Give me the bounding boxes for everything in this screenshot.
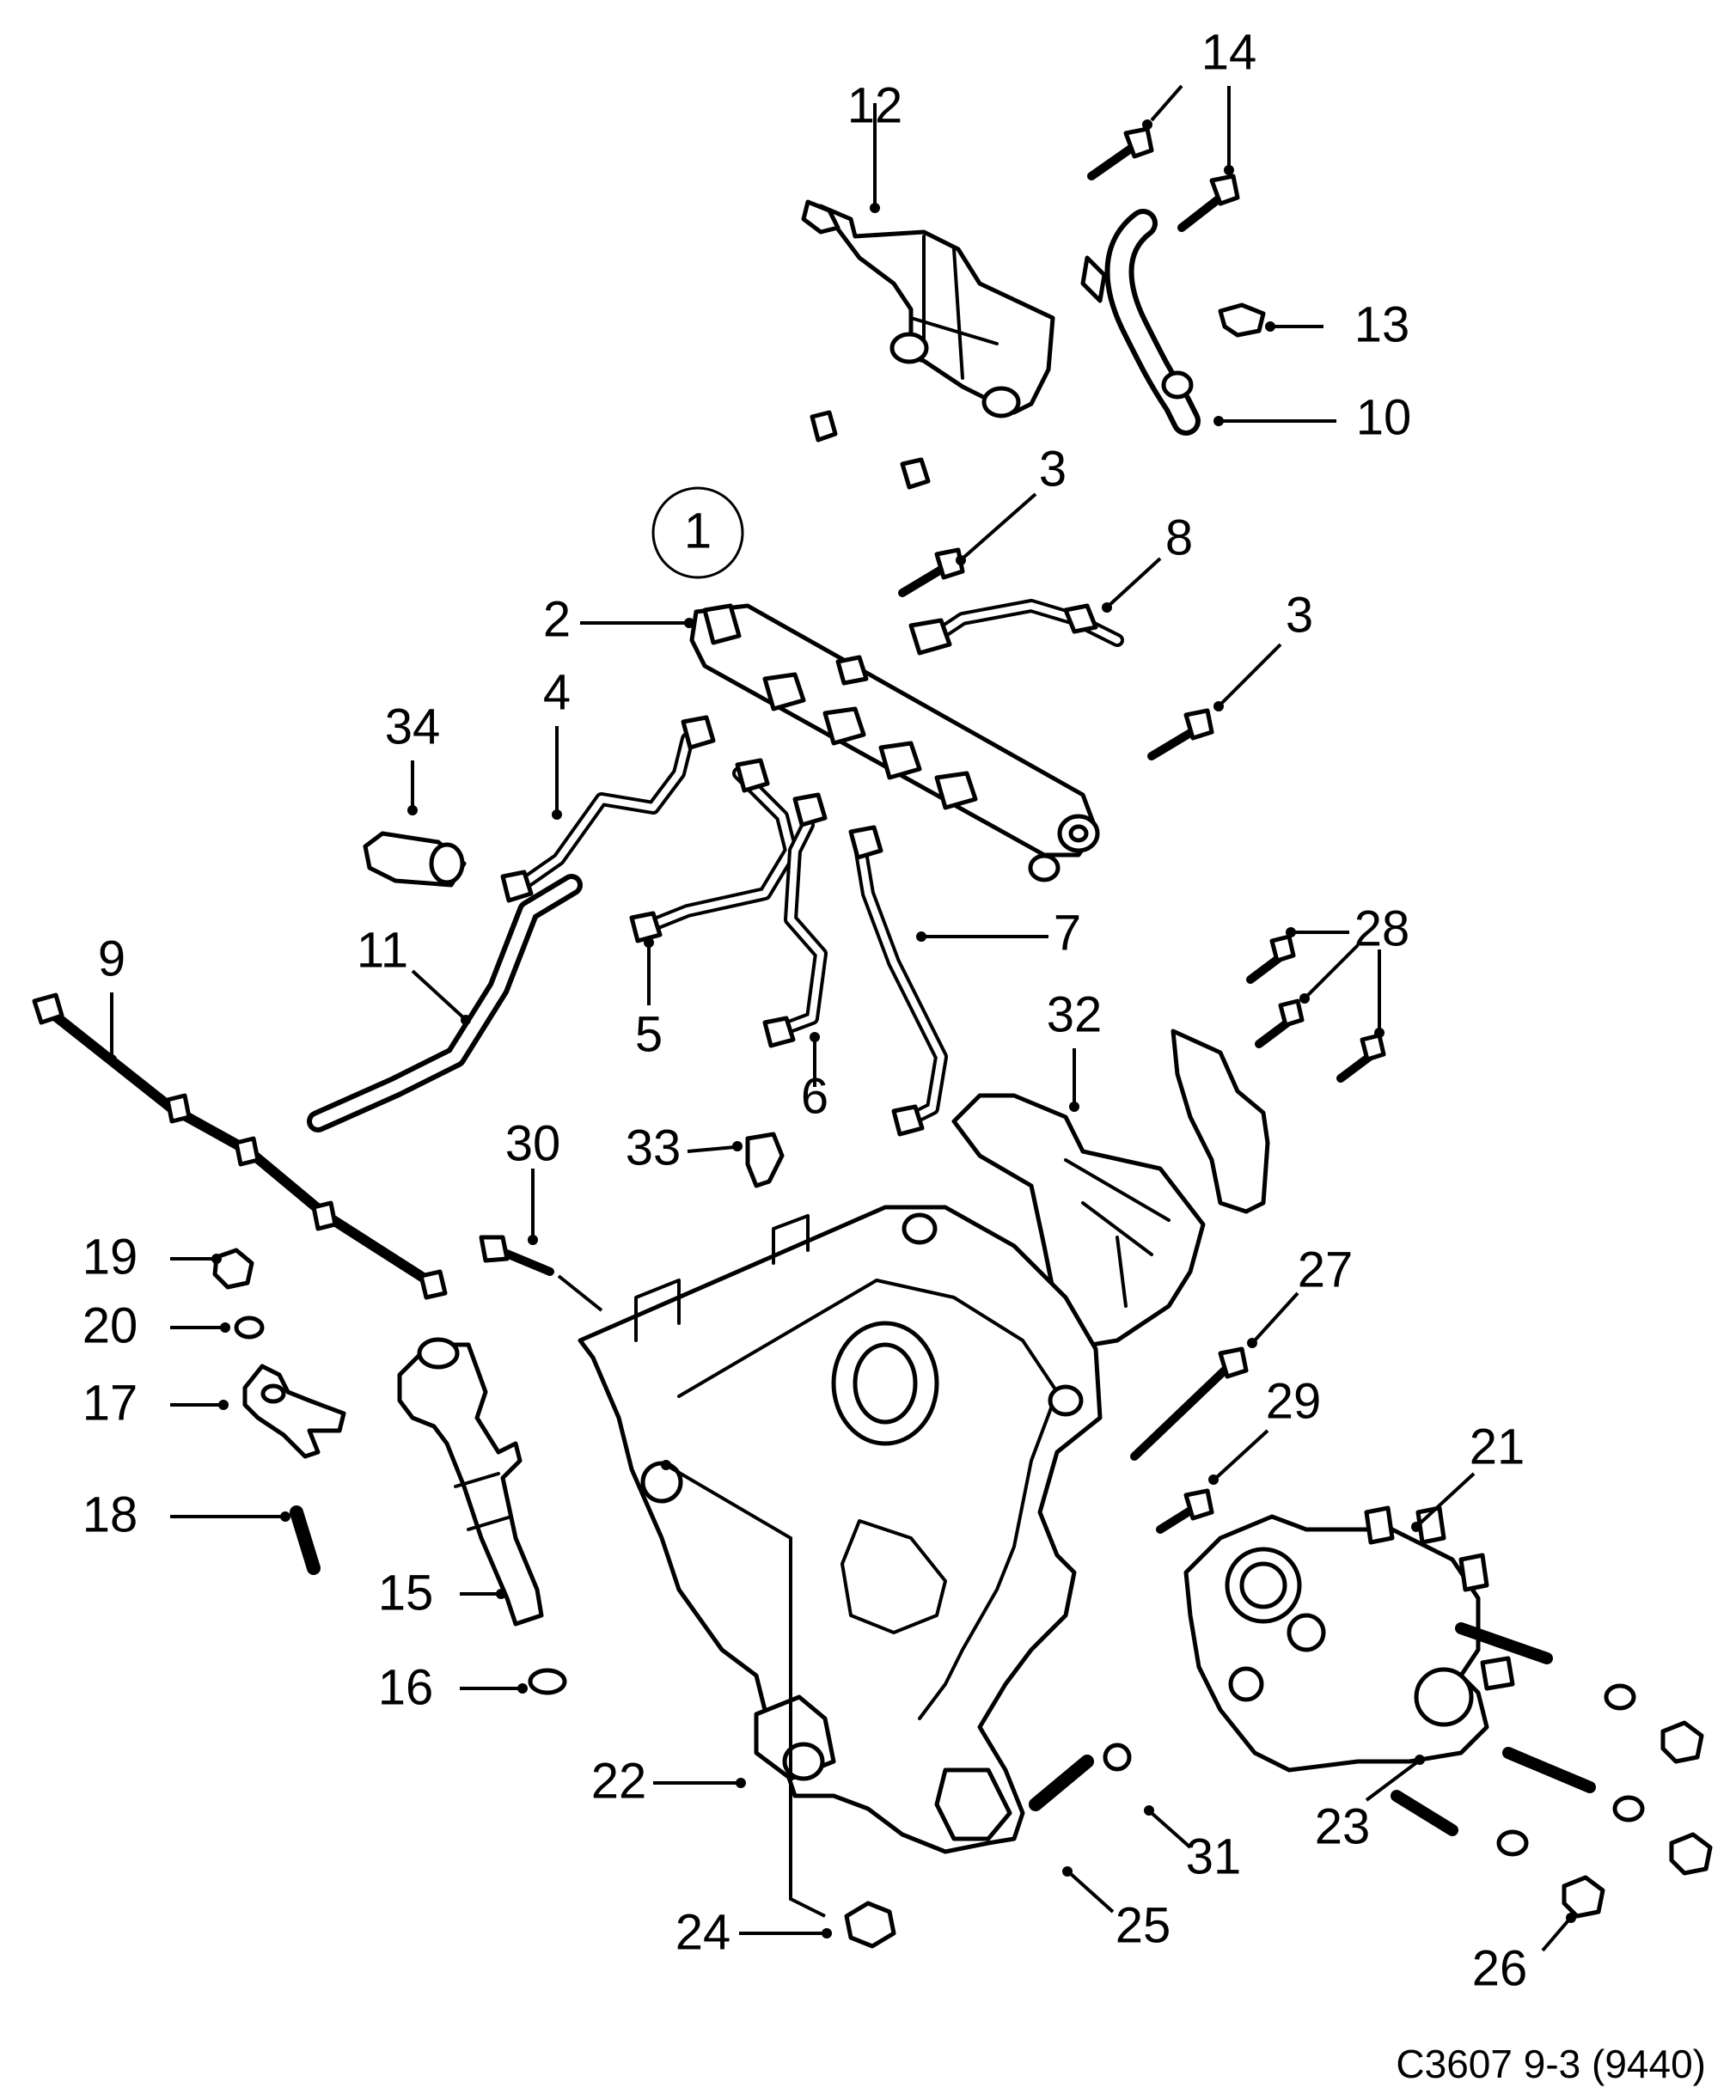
part-28-bolt-a (1246, 934, 1296, 984)
callout-14: 14 (1201, 24, 1257, 80)
part-5-injector-pipe (629, 758, 798, 943)
part-28-bracket (1171, 1029, 1270, 1214)
callout-18: 18 (83, 1486, 138, 1542)
callout-3b: 3 (1286, 587, 1313, 643)
nut-23-a (1660, 1720, 1704, 1764)
part-33-sensor (745, 1132, 785, 1188)
part-14-bolt-b (1177, 174, 1240, 232)
callout-21: 21 (1470, 1419, 1525, 1474)
callout-32: 32 (1047, 986, 1103, 1042)
part-23-stud-c (1391, 1790, 1458, 1836)
callout-3a: 3 (1039, 441, 1067, 497)
part-6-injector-pipe (762, 792, 828, 1048)
callout-23: 23 (1315, 1798, 1371, 1854)
part-28-bolt-c (1336, 1033, 1386, 1083)
callout-33: 33 (626, 1120, 682, 1175)
part-27-long-bolt (1130, 1346, 1249, 1461)
part-24-plug (844, 1901, 896, 1949)
part-30-bolt (479, 1235, 554, 1276)
callout-6: 6 (801, 1068, 828, 1124)
callout-1: 1 (684, 503, 712, 559)
part-15-injector (397, 1337, 544, 1627)
nut-23-b (1669, 1832, 1713, 1876)
part-18-stud (290, 1505, 321, 1575)
part-34-sleeve (363, 831, 467, 888)
part-2-fuel-rail (689, 603, 1100, 882)
part-13-clamp (1218, 302, 1266, 338)
part-7-injector-pipe (848, 825, 948, 1137)
part-11-leakoff-hose (307, 874, 583, 1132)
callout-28: 28 (1354, 900, 1410, 956)
callout-9: 9 (98, 931, 125, 986)
part-10-hose (1080, 209, 1201, 436)
callout-16: 16 (378, 1659, 434, 1715)
part-20-washer (234, 1316, 265, 1340)
part-28-bolt-b (1255, 998, 1305, 1048)
part-23-stud-b (1502, 1747, 1596, 1793)
callout-22: 22 (591, 1753, 647, 1809)
part-32-bracket (951, 1093, 1206, 1347)
callout-15: 15 (378, 1565, 434, 1621)
figure-code: C3607 9-3 (9440) (1396, 2042, 1706, 2086)
callout-19: 19 (83, 1229, 138, 1285)
part-16-seal-washer (528, 1668, 567, 1695)
part-8-return-line (908, 599, 1124, 656)
callout-26: 26 (1472, 1940, 1528, 1996)
callout-5: 5 (635, 1006, 663, 1062)
callout-1-circle (651, 486, 744, 579)
callout-31: 31 (1186, 1828, 1242, 1884)
callout-20: 20 (83, 1297, 138, 1353)
part-22-timing-cover (578, 1205, 1103, 1854)
part-25-stud (1029, 1755, 1094, 1811)
callout-11: 11 (357, 922, 408, 978)
leader-lines (107, 84, 1576, 1952)
washer-23-b (1612, 1795, 1645, 1822)
callout-29: 29 (1266, 1373, 1322, 1429)
part-23-stud-a (1455, 1622, 1553, 1664)
callout-34: 34 (385, 699, 441, 754)
part-31-washer (1103, 1743, 1132, 1772)
callout-10: 10 (1356, 389, 1412, 445)
part-3-bolt-lower (1147, 708, 1214, 760)
callout-12: 12 (847, 77, 903, 133)
washer-23-c (1496, 1829, 1529, 1857)
callout-4: 4 (543, 664, 571, 720)
callout-8: 8 (1165, 510, 1193, 565)
callout-24: 24 (675, 1904, 731, 1960)
callout-17: 17 (83, 1375, 138, 1431)
small-plug-upper (810, 410, 838, 443)
part-12-valve-housing (801, 199, 1055, 418)
part-9-leakoff-rail (32, 992, 448, 1300)
callout-30: 30 (505, 1115, 561, 1171)
small-plug-lower (900, 457, 931, 490)
part-26-nut (1562, 1875, 1605, 1919)
part-14-bolt-a (1087, 126, 1154, 180)
part-3-bolt-upper (898, 547, 965, 597)
callout-25: 25 (1116, 1897, 1171, 1953)
callout-2: 2 (543, 591, 571, 647)
part-29-bolt (1156, 1488, 1214, 1534)
part-19-nut (212, 1248, 254, 1290)
part-17-clamp-fork (242, 1364, 346, 1459)
callout-27: 27 (1298, 1242, 1354, 1297)
part-21-hp-pump (1183, 1505, 1515, 1773)
part-4-injector-pipe (500, 715, 716, 903)
callout-7: 7 (1054, 905, 1081, 961)
callout-13: 13 (1354, 296, 1410, 352)
washer-23-a (1604, 1683, 1636, 1711)
